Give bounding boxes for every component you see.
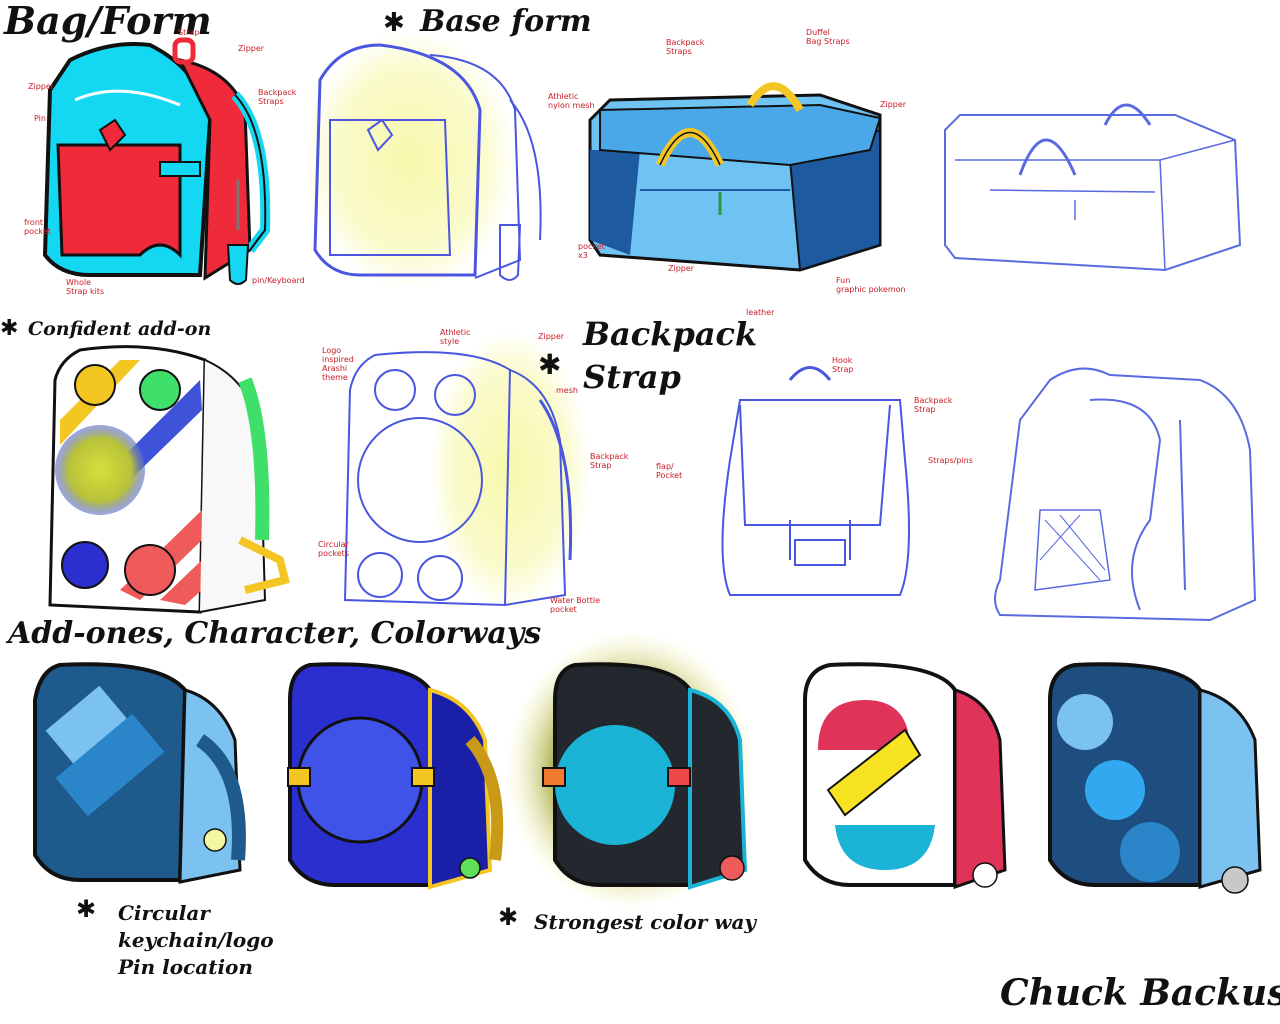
annotation-mesh: mesh [556,386,578,395]
circular-keychain-note: Circular keychain/logo Pin location [118,901,274,979]
confident-addon-heading: Confident add-on [28,318,212,340]
striped-backpack-drawing [48,345,290,614]
annotation-pin-keyboard: pin/Keyboard [252,276,305,285]
backpack-strap-heading-line2: Strap [583,358,681,396]
flap-backpack-sketch [721,366,910,596]
annotation-logo-inspired: Logo inspired Arashi theme [322,346,354,382]
annotation-duffel-bag-straps: Duffel Bag Straps [806,28,850,46]
primary-colors-colorway-backpack [803,662,1007,890]
annotation-strap: Strap [178,28,200,37]
navy-dots-colorway-backpack [1048,662,1262,894]
annotation-duffel-backpack-straps: Backpack Straps [666,38,705,56]
annotation-duffel-zipper-2: Zipper [668,264,695,273]
cyan-red-backpack-drawing [42,37,271,285]
star-marker-icon: ✱ [76,895,97,923]
star-marker-icon: ✱ [383,8,405,38]
annotation-bp2-strap: Backpack Strap [590,452,629,470]
annotation-bp2-zipper: Zipper [538,332,565,341]
strongest-colorway-note: Strongest color way [534,910,757,934]
annotation-zipper: Zipper [238,44,265,53]
author-signature: Chuck Backus [1000,972,1280,1014]
annotation-water-bottle: Water Bottle pocket [550,596,600,614]
star-marker-icon: ✱ [498,903,519,931]
annotation-athletic-style: Athletic style [440,328,471,346]
annotation-bp3-strap: Backpack Strap [914,396,953,414]
annotation-straps-pins: Straps/pins [928,456,973,465]
annotation-circular-pockets: Circular pockets [318,540,349,558]
annotation-zipper-left: Zipper [28,82,55,91]
base-form-heading: Base form [420,4,592,39]
annotation-hook-strap: Hook Strap [832,356,854,374]
royal-blue-colorway-backpack [287,662,504,890]
annotation-fun-graphic: Fun graphic pokemon [836,276,906,294]
annotation-pin: Pin [34,114,46,123]
backpack-strap-heading-line1: Backpack [583,315,758,353]
navy-colorway-backpack [33,662,246,884]
annotation-backpack-straps: Backpack Straps [258,88,297,106]
star-marker-icon: ✱ [538,348,562,381]
strongest-colorway-backpack [505,630,755,910]
annotation-leather: leather [746,308,775,317]
annotation-athletic-mesh: Athletic nylon mesh [548,92,595,110]
duffel-bag-color-drawing [588,82,882,272]
annotation-pocket-x3: pocket x3 [578,242,605,260]
base-form-backpack-sketch [305,30,542,290]
addons-colorways-heading: Add-ones, Character, Colorways [8,616,542,651]
annotation-front-pocket: front pocket [24,218,51,236]
bag-form-heading: Bag/Form [4,0,212,43]
duffel-bag-outline-sketch [944,103,1242,272]
star-marker-icon: ✱ [0,316,19,341]
side-view-backpack-sketch [994,367,1257,622]
annotation-duffel-zipper: Zipper [880,100,907,109]
circular-pocket-backpack-sketch [343,330,590,610]
annotation-whole-strap-kits: Whole Strap kits [66,278,105,296]
annotation-flap-pocket: flap/ Pocket [656,462,683,480]
